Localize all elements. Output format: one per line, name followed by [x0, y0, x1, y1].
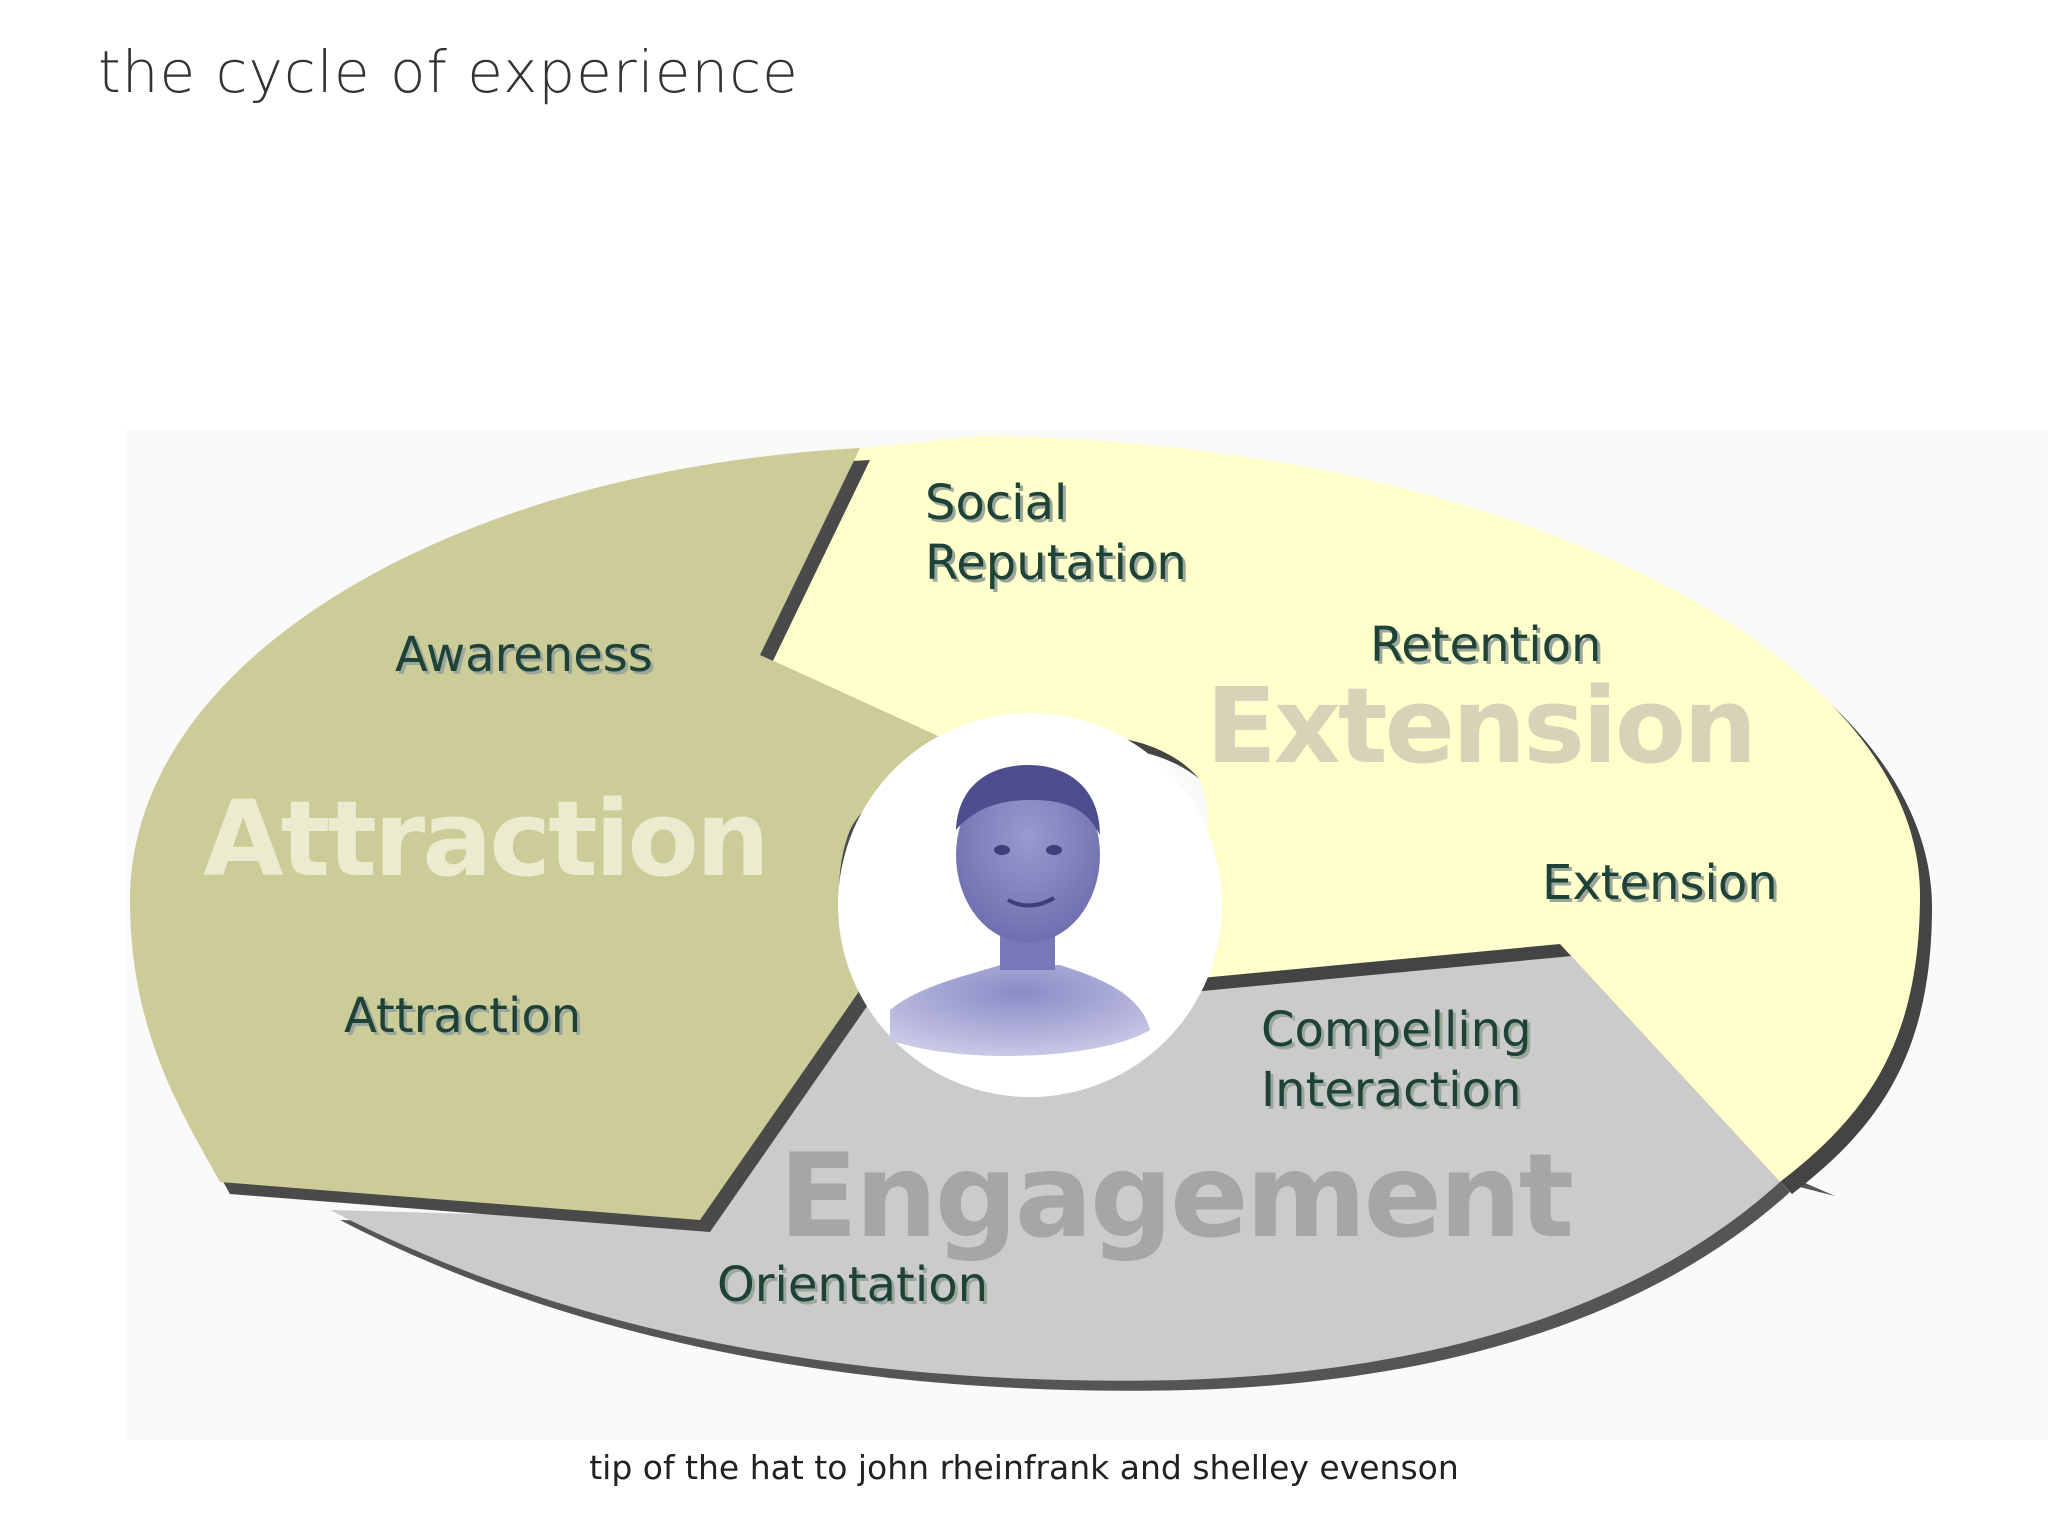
attraction-watermark: Attraction — [203, 778, 767, 900]
stage-label-retention: Retention Retention — [1370, 617, 1604, 676]
svg-text:Attraction: Attraction — [347, 991, 584, 1047]
footer-credit: tip of the hat to john rheinfrank and sh… — [589, 1448, 1459, 1487]
stage-label-extension: Extension Extension — [1542, 855, 1781, 914]
stage-label-social-reputation: Social Social Reputation Reputation — [925, 475, 1190, 594]
person-portrait-icon — [890, 765, 1150, 1057]
center-portrait — [838, 713, 1222, 1097]
attraction-arrow: Attraction — [130, 448, 1000, 1232]
extension-watermark: Extension — [1206, 665, 1754, 787]
svg-text:Interaction: Interaction — [1264, 1065, 1524, 1121]
svg-text:Extension: Extension — [1542, 855, 1778, 911]
svg-text:Orientation: Orientation — [717, 1257, 988, 1313]
slide-title: the cycle of experience — [98, 38, 799, 106]
svg-text:Awareness: Awareness — [395, 627, 653, 683]
svg-text:Reputation: Reputation — [928, 538, 1190, 594]
stage-label-orientation: Orientation Orientation — [717, 1257, 991, 1316]
svg-text:Retention: Retention — [1370, 617, 1601, 673]
stage-label-compelling-interaction: Compelling Compelling Interaction Intera… — [1261, 1002, 1535, 1121]
svg-text:Social: Social — [925, 475, 1067, 531]
svg-text:Compelling: Compelling — [1264, 1005, 1535, 1061]
svg-text:Attraction: Attraction — [344, 988, 581, 1044]
svg-text:Retention: Retention — [1373, 620, 1604, 676]
svg-text:Reputation: Reputation — [925, 535, 1187, 591]
svg-text:Extension: Extension — [1545, 858, 1781, 914]
engagement-watermark: Engagement — [779, 1129, 1572, 1264]
svg-text:Interaction: Interaction — [1261, 1062, 1521, 1118]
extension-arrow: Extension — [760, 436, 1932, 1194]
svg-text:Social: Social — [928, 478, 1070, 534]
stage-label-attraction: Attraction Attraction — [344, 988, 584, 1047]
svg-text:Orientation: Orientation — [720, 1260, 991, 1316]
engagement-arrow: Engagement — [330, 944, 1835, 1391]
stage-label-awareness: Awareness Awareness — [395, 627, 656, 686]
svg-text:Compelling: Compelling — [1261, 1002, 1532, 1058]
svg-text:Awareness: Awareness — [398, 630, 656, 686]
